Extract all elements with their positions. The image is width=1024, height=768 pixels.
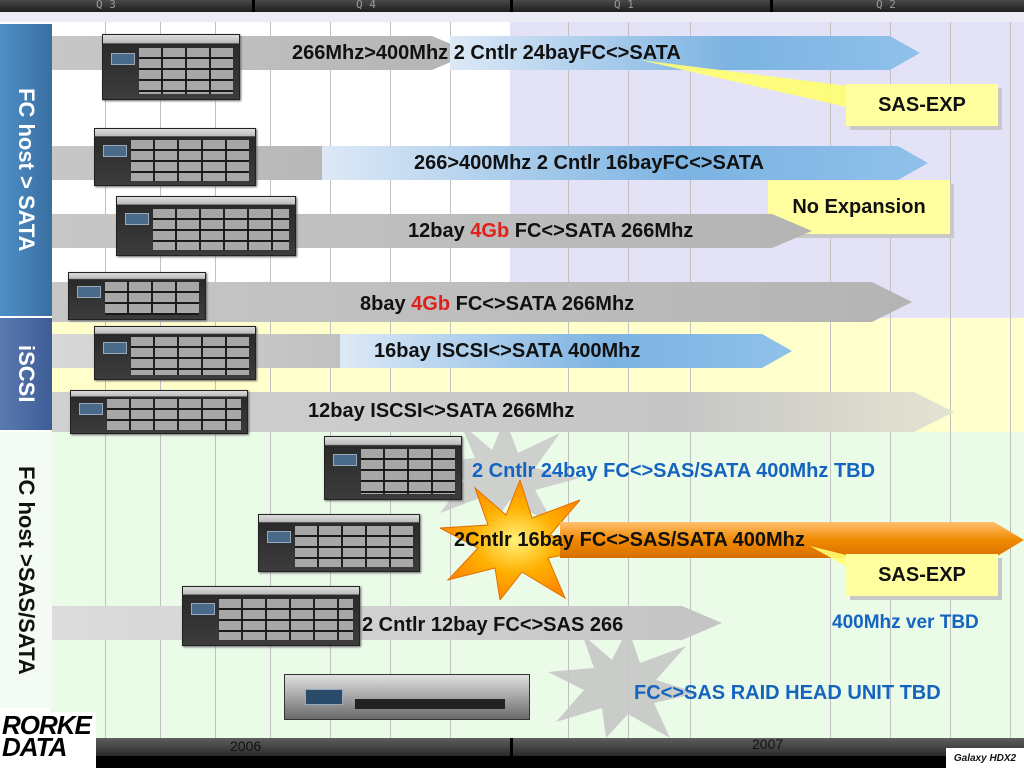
footer-strip bbox=[0, 756, 1024, 768]
rorke-data-logo: RORKE DATA bbox=[0, 712, 96, 768]
category-fc-host-sas-sata: FC host >SAS/SATA bbox=[0, 432, 52, 708]
grid-line bbox=[215, 22, 216, 738]
storage-array-image bbox=[70, 390, 248, 434]
grid-line bbox=[270, 22, 271, 738]
storage-array-image bbox=[182, 586, 360, 646]
timeline-bar bbox=[340, 334, 792, 368]
grid-line bbox=[1010, 22, 1011, 738]
storage-array-image bbox=[94, 128, 256, 186]
category-fc-host-sata: FC host > SATA bbox=[0, 24, 52, 316]
sas-exp-note: SAS-EXP bbox=[846, 84, 998, 126]
logo-text: RORKE DATA bbox=[2, 710, 92, 762]
storage-array-image bbox=[258, 514, 420, 572]
storage-array-image bbox=[116, 196, 296, 256]
category-label: iSCSI bbox=[14, 345, 39, 403]
grid-line bbox=[105, 22, 106, 738]
quarter-divider bbox=[510, 0, 513, 12]
quarter-label-q4: Q 4 bbox=[356, 0, 376, 11]
starburst-gray-icon bbox=[548, 628, 698, 738]
sas-exp-note: SAS-EXP bbox=[846, 554, 998, 596]
quarter-label-q1: Q 1 bbox=[614, 0, 634, 11]
label-text: 8bay bbox=[360, 293, 412, 315]
year-bar bbox=[0, 738, 1024, 756]
year-label-2006: 2006 bbox=[230, 738, 262, 754]
timeline-bar bbox=[450, 36, 920, 70]
quarter-divider bbox=[770, 0, 773, 12]
grid-line bbox=[890, 22, 891, 738]
product-label: 12bay 4Gb FC<>SATA 266Mhz bbox=[408, 220, 693, 243]
no-expansion-note: No Expansion bbox=[768, 180, 950, 234]
label-highlight: 4Gb bbox=[470, 220, 510, 242]
category-label: FC host >SAS/SATA bbox=[14, 465, 39, 675]
callout-pointer bbox=[640, 60, 880, 110]
grid-line bbox=[628, 22, 629, 738]
header-stripe bbox=[0, 12, 1024, 22]
year-label-2007: 2007 bbox=[752, 736, 784, 752]
category-label: FC host > SATA bbox=[14, 88, 39, 252]
storage-array-image bbox=[324, 436, 462, 500]
galaxy-hdx2-logo: Galaxy HDX2 bbox=[946, 748, 1024, 768]
timeline-bar bbox=[322, 146, 928, 180]
quarter-divider bbox=[252, 0, 255, 12]
product-label: 2 Cntlr 24bay FC<>SAS/SATA 400Mhz TBD bbox=[472, 460, 876, 482]
product-label: 12bay ISCSI<>SATA 266Mhz bbox=[308, 400, 575, 422]
product-label: 8bay 4Gb FC<>SATA 266Mhz bbox=[360, 293, 634, 316]
storage-array-image bbox=[102, 34, 240, 100]
grid-line bbox=[390, 22, 391, 738]
label-highlight: 4Gb bbox=[411, 293, 451, 315]
storage-array-image bbox=[94, 326, 256, 380]
label-text: FC<>SATA 266Mhz bbox=[450, 293, 635, 315]
product-label: 2 Cntlr 12bay FC<>SAS 266 bbox=[362, 614, 624, 636]
product-label: 266Mhz>400Mhz 2 Cntlr 24bayFC<>SATA bbox=[292, 42, 681, 64]
product-label: 16bay ISCSI<>SATA 400Mhz bbox=[374, 340, 641, 362]
product-label: 266>400Mhz 2 Cntlr 16bayFC<>SATA bbox=[414, 152, 764, 174]
category-iscsi: iSCSI bbox=[0, 318, 52, 430]
quarter-label-q3: Q 3 bbox=[96, 0, 116, 11]
quarter-label-q2: Q 2 bbox=[876, 0, 896, 11]
product-label: 2Cntlr 16bay FC<>SAS/SATA 400Mhz bbox=[454, 529, 805, 551]
raid-head-unit-image bbox=[284, 674, 530, 720]
grid-line bbox=[690, 22, 691, 738]
grid-line bbox=[830, 22, 831, 738]
quarter-header: Q 3 Q 4 Q 1 Q 2 bbox=[0, 0, 1024, 12]
label-text: 12bay bbox=[408, 220, 471, 242]
starburst-gray-icon bbox=[430, 418, 580, 528]
grid-line bbox=[330, 22, 331, 738]
version-note: 400Mhz ver TBD bbox=[832, 612, 979, 633]
product-label: FC<>SAS RAID HEAD UNIT TBD bbox=[634, 682, 941, 704]
timeline-bar-orange bbox=[560, 522, 1024, 558]
storage-array-image bbox=[68, 272, 206, 320]
grid-line bbox=[568, 22, 569, 738]
label-text: FC<>SATA 266Mhz bbox=[509, 220, 694, 242]
grid-line bbox=[160, 22, 161, 738]
grid-line bbox=[950, 22, 951, 738]
grid-line bbox=[450, 22, 451, 738]
timeline-bar bbox=[52, 606, 722, 640]
